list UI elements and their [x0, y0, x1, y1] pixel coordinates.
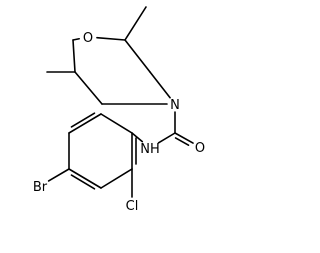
bond-o-c6 [96, 36, 126, 41]
bond-ar3-ar4-double [70, 174, 96, 190]
bond-ar3-ar4 [68, 168, 102, 189]
bond-nh-aryl [131, 132, 144, 143]
ring-oxygen-label: O [83, 31, 93, 46]
bond-carbonyl-nh [157, 132, 176, 144]
bond-carbonyl-o-double [174, 137, 190, 146]
amide-nh-label: NH [140, 142, 160, 157]
ring-nitrogen-label: N [170, 98, 180, 113]
carbonyl-oxygen-label: O [195, 141, 205, 156]
bond-c2b-c2 [72, 39, 76, 73]
bromine-label: Br [33, 180, 48, 195]
bond-ar5-ar6 [68, 113, 102, 134]
bond-ar5-ar6-double [70, 112, 96, 128]
chlorine-label: Cl [126, 199, 139, 214]
bond-c6-c5 [124, 39, 151, 73]
bond-c6-methyl [124, 6, 147, 41]
bond-c3-c2b [74, 71, 103, 105]
bond-carbonyl-o [174, 132, 194, 144]
bond-ar2-ar3 [100, 168, 133, 189]
bond-aryl-br [47, 168, 70, 182]
bond-c5-n [149, 71, 171, 99]
bond-ar6-ar1 [100, 113, 133, 134]
bond-c2-o [72, 37, 80, 41]
